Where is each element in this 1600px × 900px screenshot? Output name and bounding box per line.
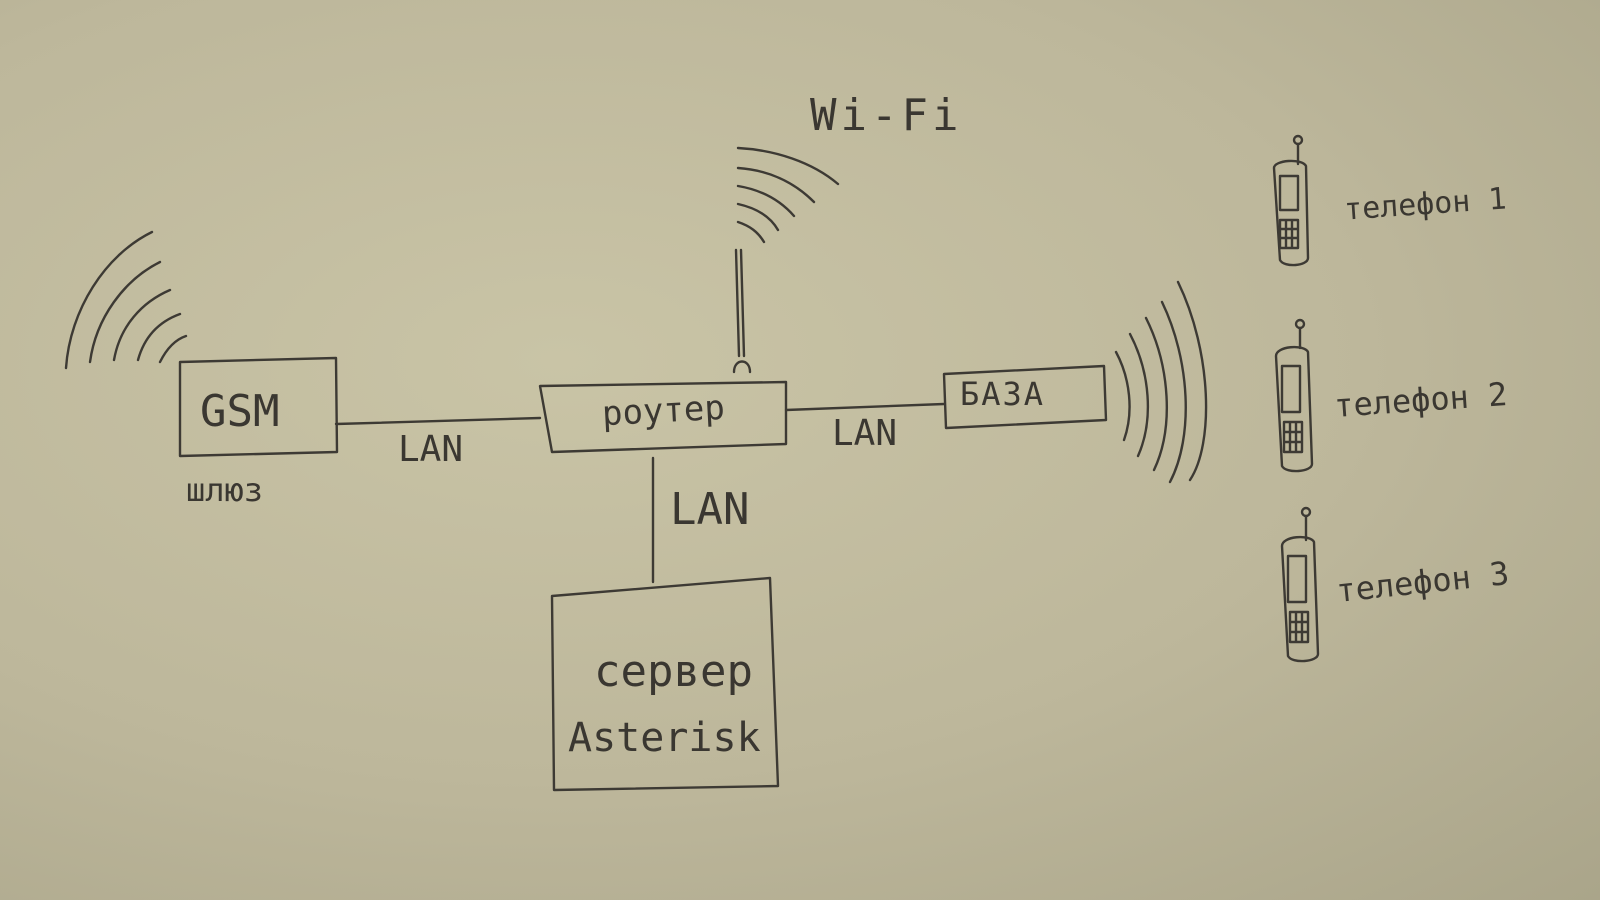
phone-3-icon: [1280, 506, 1320, 663]
wifi-label: Wi-Fi: [810, 90, 963, 141]
router-antenna-icon: [732, 248, 752, 374]
server-box: [550, 576, 780, 792]
base-station-box: [942, 364, 1108, 430]
router-label: роутер: [601, 387, 726, 435]
phone-2-icon: [1274, 318, 1314, 473]
gsm-label: GSM: [200, 386, 280, 437]
base-radio-waves-icon: [1114, 280, 1208, 484]
gsm-gateway-box: [178, 356, 339, 458]
base-label: БАЗА: [960, 375, 1046, 413]
base-station-node: [942, 280, 1208, 484]
phone-1-icon: [1272, 134, 1310, 267]
router-box: [538, 380, 788, 454]
server-label: сервер: [594, 646, 753, 697]
lan-line-router-base: [784, 402, 946, 412]
gsm-gateway-node: [64, 230, 339, 458]
lan-label-router-server: LAN: [670, 484, 750, 535]
wifi-waves-icon: [736, 146, 840, 244]
lan-label-router-base: LAN: [832, 413, 898, 454]
lan-label-gsm-router: LAN: [398, 429, 464, 470]
server-asterisk-label: Asterisk: [568, 715, 761, 761]
router-node: [538, 146, 840, 454]
lan-line-gsm-router: [334, 416, 542, 426]
gsm-caption: шлюз: [186, 471, 264, 509]
gsm-radio-waves-icon: [64, 230, 188, 370]
